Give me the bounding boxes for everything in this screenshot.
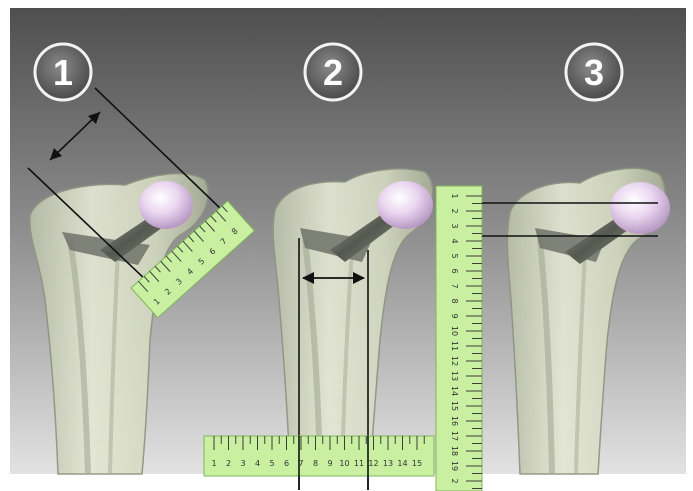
ruler-label: 5 (269, 459, 274, 468)
ruler-label: 8 (313, 459, 318, 468)
ruler-label: 3 (450, 223, 459, 228)
ruler-label: 12 (450, 356, 459, 366)
ruler-label: 2 (450, 478, 459, 483)
ruler-label: 5 (450, 253, 459, 258)
ruler-label: 6 (450, 268, 459, 273)
ruler-body (204, 436, 434, 476)
ruler-label: 14 (450, 386, 459, 396)
ruler-label: 15 (450, 401, 459, 411)
ruler-label: 10 (339, 459, 349, 468)
step-number: 1 (53, 52, 73, 93)
implant-head-1 (139, 181, 193, 229)
implant-head-3 (610, 182, 670, 234)
step-number: 3 (584, 52, 604, 93)
step-badge-2: 2 (305, 44, 361, 100)
ruler-label: 3 (240, 459, 245, 468)
ruler-label: 4 (255, 459, 260, 468)
ruler-label: 18 (450, 446, 459, 456)
ruler-label: 11 (450, 341, 459, 351)
ruler-label: 1 (450, 193, 459, 198)
ruler-label: 12 (368, 459, 378, 468)
ruler-label: 8 (450, 298, 459, 303)
ruler-label: 13 (450, 371, 459, 381)
step-number: 2 (323, 52, 343, 93)
ruler-label: 7 (450, 283, 459, 288)
step-badge-3: 3 (566, 44, 622, 100)
ruler-label: 2 (226, 459, 231, 468)
ruler-label: 6 (284, 459, 289, 468)
ruler-label: 9 (450, 313, 459, 318)
ruler-label: 4 (450, 238, 459, 243)
ruler-label: 11 (354, 459, 364, 468)
step-badge-1: 1 (35, 44, 91, 100)
ruler-label: 16 (450, 416, 459, 426)
ruler-label: 13 (383, 459, 393, 468)
ruler-label: 19 (450, 461, 459, 471)
ruler-label: 1 (211, 459, 216, 468)
implant-head-2 (377, 181, 433, 229)
ruler-label: 9 (327, 459, 332, 468)
ruler-label: 10 (450, 326, 459, 336)
ruler-label: 17 (450, 431, 459, 441)
ruler-label: 15 (412, 459, 422, 468)
ruler-label: 14 (397, 459, 407, 468)
ruler-label: 2 (450, 208, 459, 213)
